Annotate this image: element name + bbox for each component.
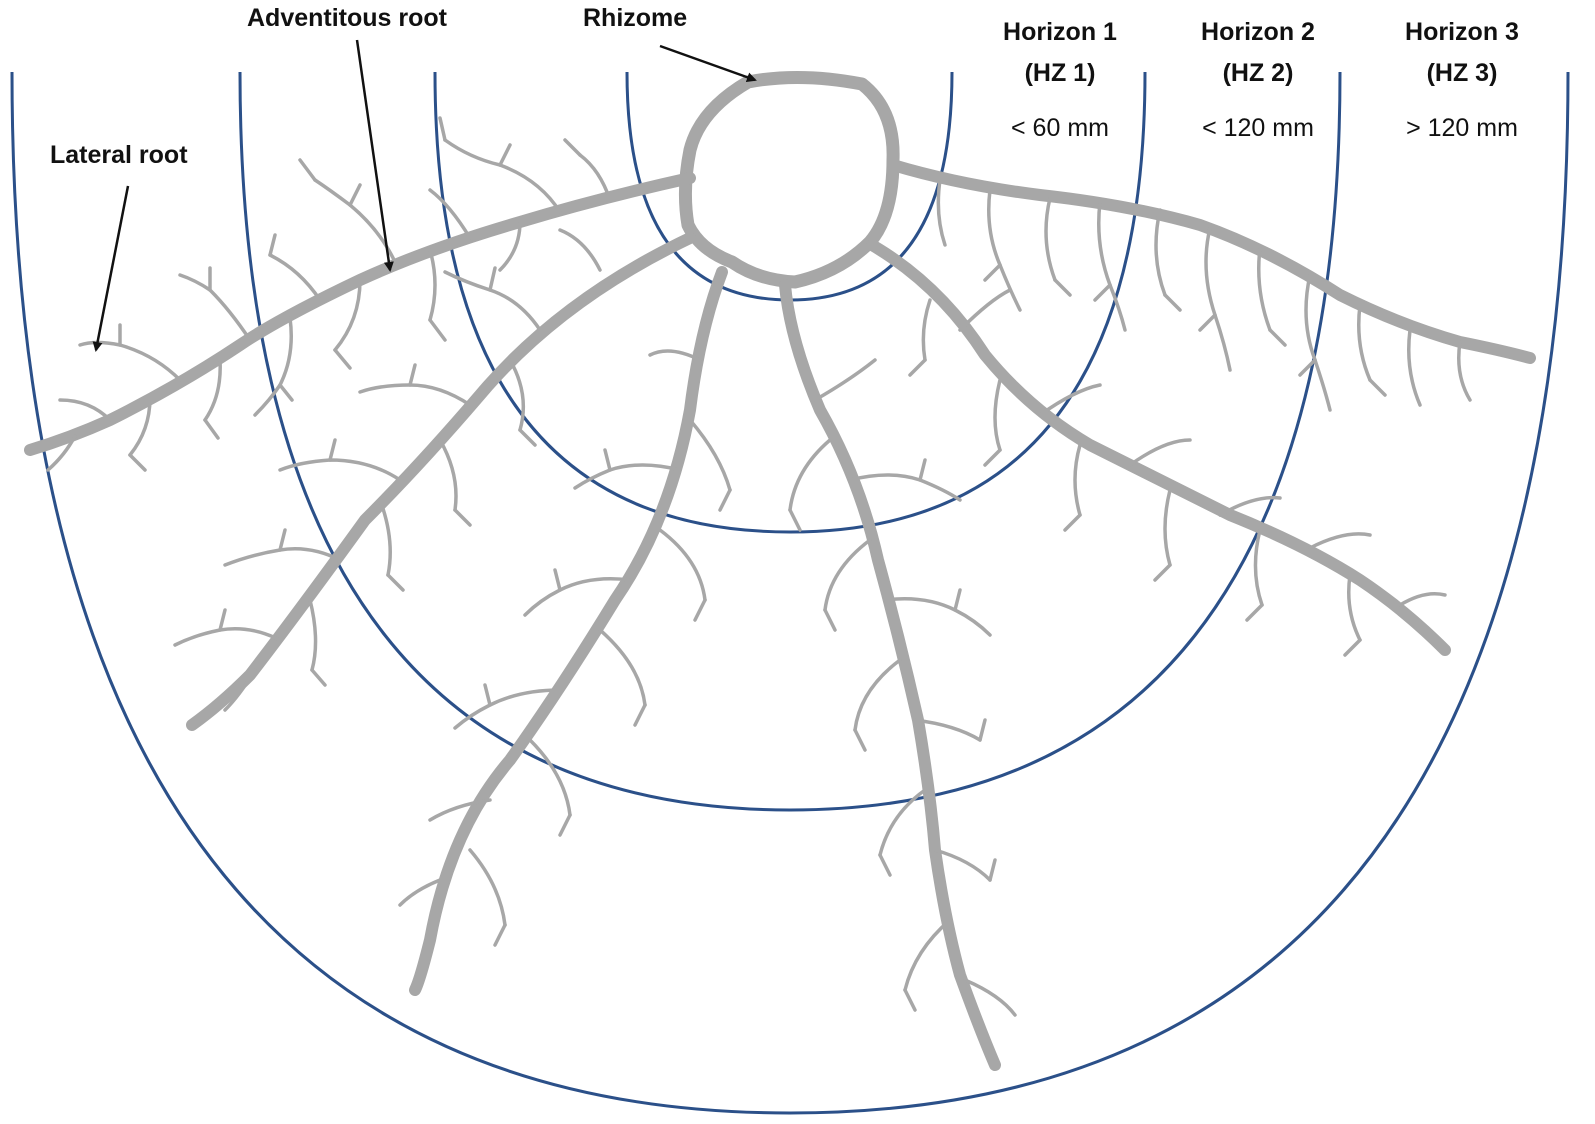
lateral-root <box>218 266 537 687</box>
rhizome-label: Rhizome <box>583 4 687 32</box>
horizon-2-range: < 120 mm <box>1202 114 1314 142</box>
horizon-3-code: (HZ 3) <box>1427 59 1498 87</box>
lateral-root <box>483 448 732 947</box>
horizon-2-title: Horizon 2 <box>1201 18 1315 46</box>
callout-labels: Rhizome Adventitous root Lateral root <box>50 4 687 169</box>
rhizome-shape <box>678 70 900 289</box>
roots <box>24 70 1536 1071</box>
adventitious-root-arrow <box>355 39 394 272</box>
lateral-root-label: Lateral root <box>50 141 188 169</box>
horizon-3-outer-arc <box>10 71 1570 1115</box>
horizon-3-title: Horizon 3 <box>1405 18 1519 46</box>
pointer-arrows <box>92 39 757 352</box>
horizon-1-legend: Horizon 1 (HZ 1) < 60 mm <box>1003 18 1117 142</box>
adventitious-root-3 <box>409 266 728 996</box>
horizon-boundaries <box>10 71 1570 1115</box>
horizon-2-code: (HZ 2) <box>1223 59 1294 87</box>
horizon-3-range: > 120 mm <box>1406 114 1518 142</box>
lateral-root <box>921 288 1447 642</box>
lateral-roots <box>46 116 1472 1017</box>
horizon-3-legend: Horizon 3 (HZ 3) > 120 mm <box>1405 18 1519 142</box>
horizon-legend: Horizon 1 (HZ 1) < 60 mm Horizon 2 (HZ 2… <box>1003 18 1519 142</box>
lateral-root <box>118 116 582 472</box>
horizon-1-code: (HZ 1) <box>1025 59 1096 87</box>
horizon-1-range: < 60 mm <box>1011 114 1109 142</box>
adventitious-root-2 <box>186 232 696 731</box>
lateral-root <box>908 358 1362 657</box>
adventitious-root-5 <box>866 239 1451 656</box>
lateral-root <box>788 358 1017 1017</box>
lateral-root <box>788 458 997 1012</box>
horizon-1-outer-arc <box>433 71 1147 534</box>
lateral-root <box>936 178 1472 412</box>
adventitious-root-4 <box>779 279 1001 1071</box>
lateral-root <box>983 263 1387 397</box>
horizon-2-outer-arc <box>238 71 1342 812</box>
horizon-2-legend: Horizon 2 (HZ 2) < 120 mm <box>1201 18 1315 142</box>
horizon-1-title: Horizon 1 <box>1003 18 1117 46</box>
lateral-root-arrow <box>92 185 130 352</box>
rhizome-arrow <box>659 44 757 83</box>
adventitious-root-1 <box>24 172 696 456</box>
adventitious-root-label: Adventitous root <box>247 4 448 32</box>
